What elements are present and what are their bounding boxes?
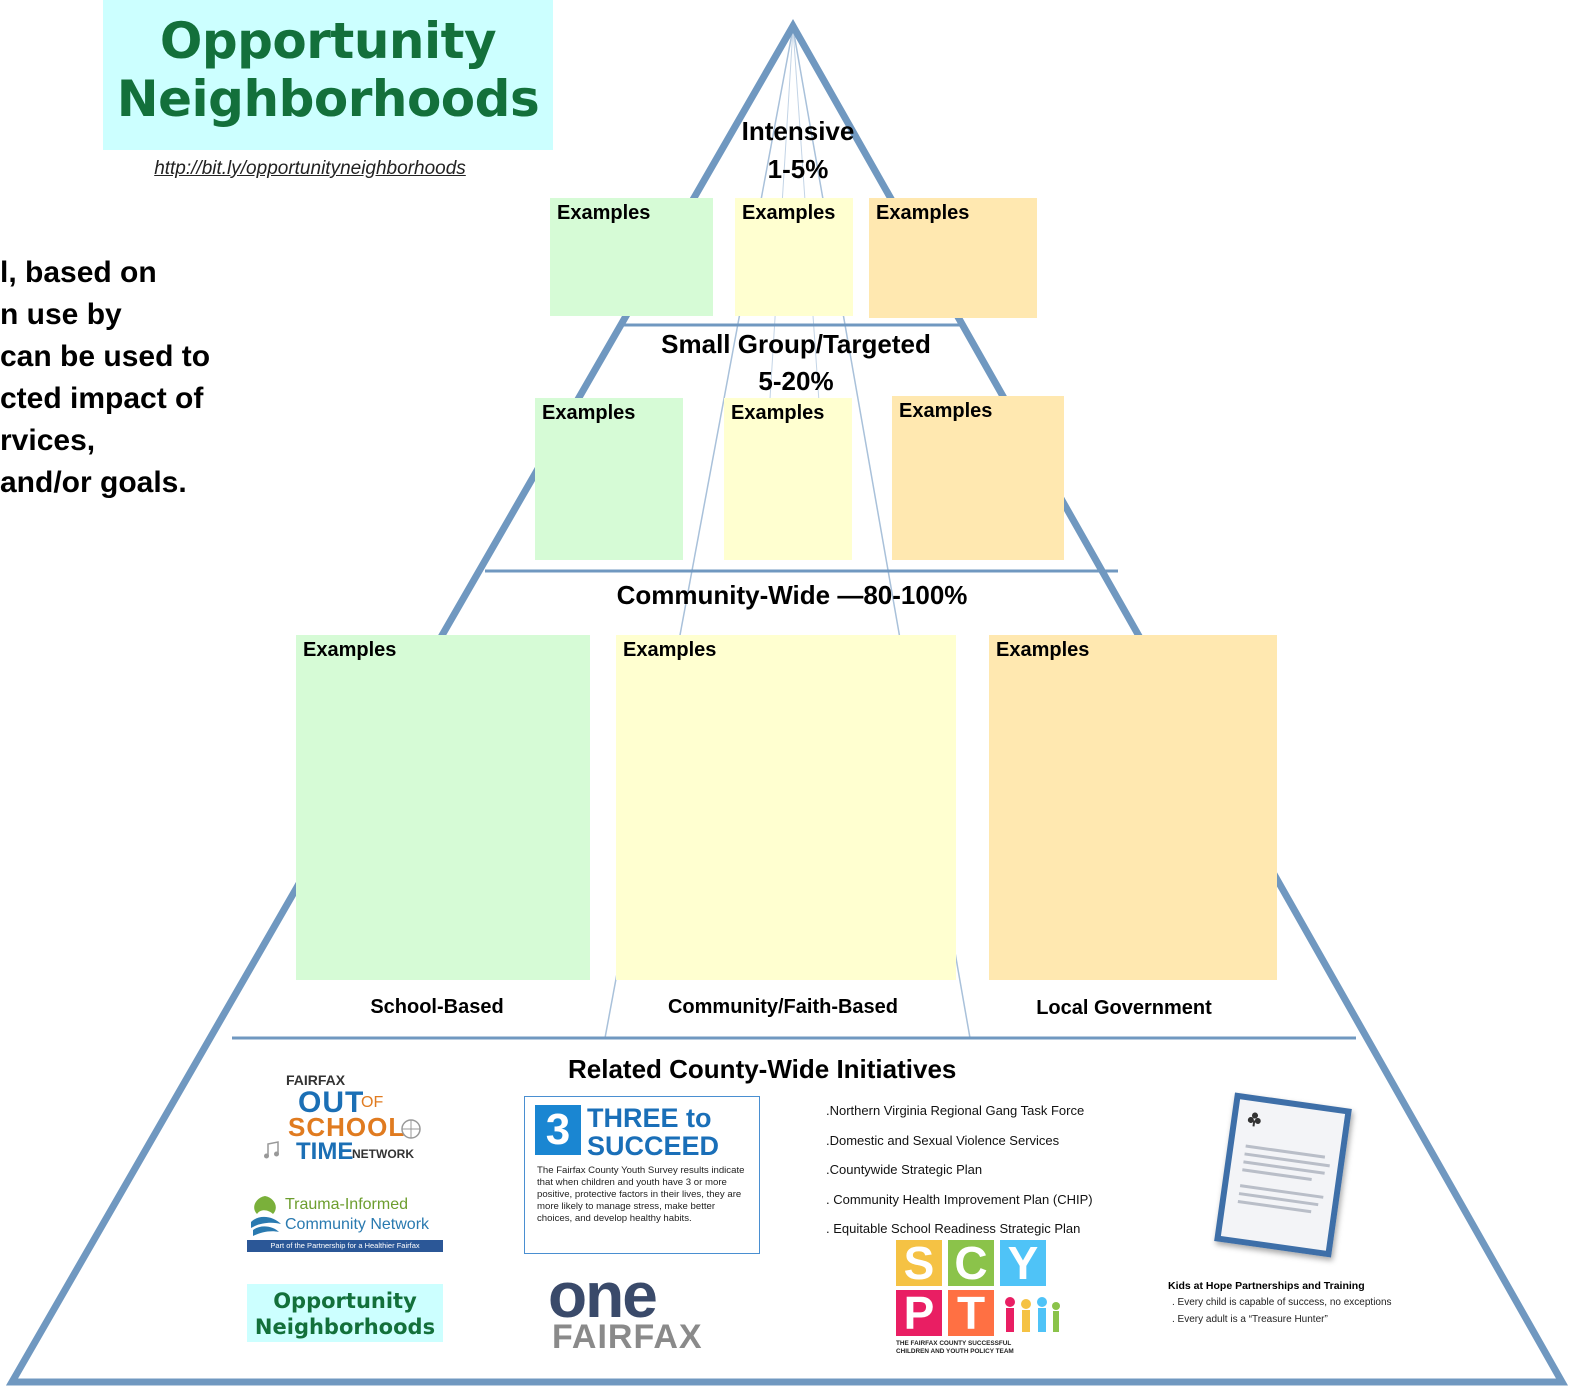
community-school-examples[interactable]: Examples: [296, 635, 590, 980]
scypt-c: C: [948, 1240, 994, 1286]
small-group-community-examples[interactable]: Examples: [724, 398, 852, 560]
left-description-line: l, based on: [0, 256, 157, 289]
one-fairfax-logo: one FAIRFAX: [548, 1259, 740, 1356]
tier-small-group-title: Small Group/Targeted: [661, 329, 931, 359]
oost-time-text: TIME: [296, 1138, 354, 1165]
examples-label: Examples: [623, 639, 717, 661]
people-icon: [1005, 1297, 1060, 1332]
one-fairfax-text: FAIRFAX: [552, 1318, 703, 1356]
intensive-government-examples[interactable]: Examples: [869, 198, 1037, 318]
oost-school-text: SCHOOL: [288, 1112, 406, 1142]
oost-out-text: OUT: [298, 1086, 365, 1119]
small-group-school-examples[interactable]: Examples: [535, 398, 683, 560]
column-label-school: School-Based: [370, 996, 504, 1018]
one-fairfax-word: one: [548, 1259, 658, 1331]
tier-intensive-percent: 1-5%: [767, 154, 829, 184]
initiative-item: . Equitable School Readiness Strategic P…: [826, 1221, 1081, 1236]
scypt-caption-line2: CHILDREN AND YOUTH POLICY TEAM: [896, 1348, 1014, 1355]
kids-at-hope-card-image: [1214, 1092, 1352, 1258]
intensive-community-examples[interactable]: Examples: [735, 198, 853, 316]
tree-icon: [251, 1196, 281, 1236]
small-logo-line2: Neighborhoods: [254, 1315, 436, 1339]
music-note-icon: [264, 1141, 279, 1159]
community-government-examples[interactable]: Examples: [989, 635, 1277, 980]
scypt-s: S: [896, 1240, 942, 1286]
three-line2: SUCCEED: [587, 1131, 720, 1161]
logo-line2: Neighborhoods: [116, 70, 540, 128]
initiative-item: .Northern Virginia Regional Gang Task Fo…: [826, 1103, 1085, 1118]
column-label-government: Local Government: [1036, 997, 1212, 1019]
column-label-community: Community/Faith-Based: [667, 996, 899, 1018]
initiatives-list: .Northern Virginia Regional Gang Task Fo…: [826, 1096, 1156, 1244]
left-description: l, based on n use by can be used to cted…: [0, 252, 300, 504]
fairfax-out-of-school-time-logo: FAIRFAX OUT OF SCHOOL TIME NETWORK: [258, 1062, 438, 1172]
examples-label: Examples: [303, 639, 397, 661]
community-faith-examples[interactable]: Examples: [616, 635, 956, 980]
logo-url-link[interactable]: http://bit.ly/opportunityneighborhoods: [154, 158, 466, 179]
oost-network-text: NETWORK: [352, 1147, 414, 1161]
trauma-bar: Part of the Partnership for a Healthier …: [247, 1240, 443, 1252]
examples-label: Examples: [876, 202, 970, 224]
scypt-t: T: [948, 1290, 994, 1336]
small-group-government-examples[interactable]: Examples: [892, 396, 1064, 560]
kids-at-hope-bullet: . Every adult is a “Treasure Hunter”: [1172, 1314, 1328, 1325]
opportunity-neighborhoods-small-logo: Opportunity Neighborhoods: [247, 1284, 443, 1342]
club-suit-icon: [1247, 1112, 1261, 1127]
scypt-y: Y: [1000, 1240, 1046, 1286]
left-description-line: can be used to: [0, 340, 211, 373]
examples-label: Examples: [996, 639, 1090, 661]
left-description-line: rvices,: [0, 424, 96, 457]
examples-label: Examples: [742, 202, 836, 224]
small-logo-line1: Opportunity: [273, 1289, 417, 1313]
three-to-succeed-logo: 3 THREE to SUCCEED The Fairfax County Yo…: [524, 1096, 760, 1254]
kids-at-hope-bullet: . Every child is capable of success, no …: [1172, 1297, 1392, 1308]
oost-of-text: OF: [361, 1094, 384, 1111]
left-description-line: cted impact of: [0, 382, 204, 415]
kids-at-hope-title: Kids at Hope Partnerships and Training: [1168, 1280, 1365, 1292]
three-line1: THREE to: [587, 1103, 712, 1133]
examples-label: Examples: [731, 402, 825, 424]
trauma-line2: Community Network: [285, 1216, 430, 1233]
left-description-line: and/or goals.: [0, 466, 187, 499]
examples-label: Examples: [542, 402, 636, 424]
trauma-informed-network-logo: Trauma-Informed Community Network Part o…: [247, 1188, 443, 1256]
left-description-line: n use by: [0, 298, 122, 331]
examples-label: Examples: [557, 202, 651, 224]
intensive-school-examples[interactable]: Examples: [550, 198, 713, 316]
tier-community-title: Community-Wide —80-100%: [616, 580, 968, 610]
scypt-caption-line1: THE FAIRFAX COUNTY SUCCESSFUL: [896, 1340, 1012, 1347]
tier-intensive-title: Intensive: [741, 116, 855, 146]
examples-label: Examples: [899, 400, 993, 422]
basketball-icon: [401, 1119, 421, 1139]
tier-small-group-percent: 5-20%: [758, 366, 834, 396]
trauma-line1: Trauma-Informed: [285, 1196, 408, 1213]
initiative-item: . Community Health Improvement Plan (CHI…: [826, 1191, 1093, 1207]
scypt-p: P: [896, 1290, 942, 1336]
three-badge-icon: 3: [535, 1105, 581, 1155]
initiative-item: .Domestic and Sexual Violence Services: [826, 1132, 1060, 1148]
oost-fairfax-text: FAIRFAX: [286, 1072, 346, 1088]
initiatives-title: Related County-Wide Initiatives: [568, 1054, 957, 1084]
three-body: The Fairfax County Youth Survey results …: [537, 1165, 745, 1224]
opportunity-neighborhoods-logo: Opportunity Neighborhoods: [103, 0, 553, 150]
logo-line1: Opportunity: [151, 12, 497, 106]
initiative-item: .Countywide Strategic Plan: [826, 1162, 983, 1177]
